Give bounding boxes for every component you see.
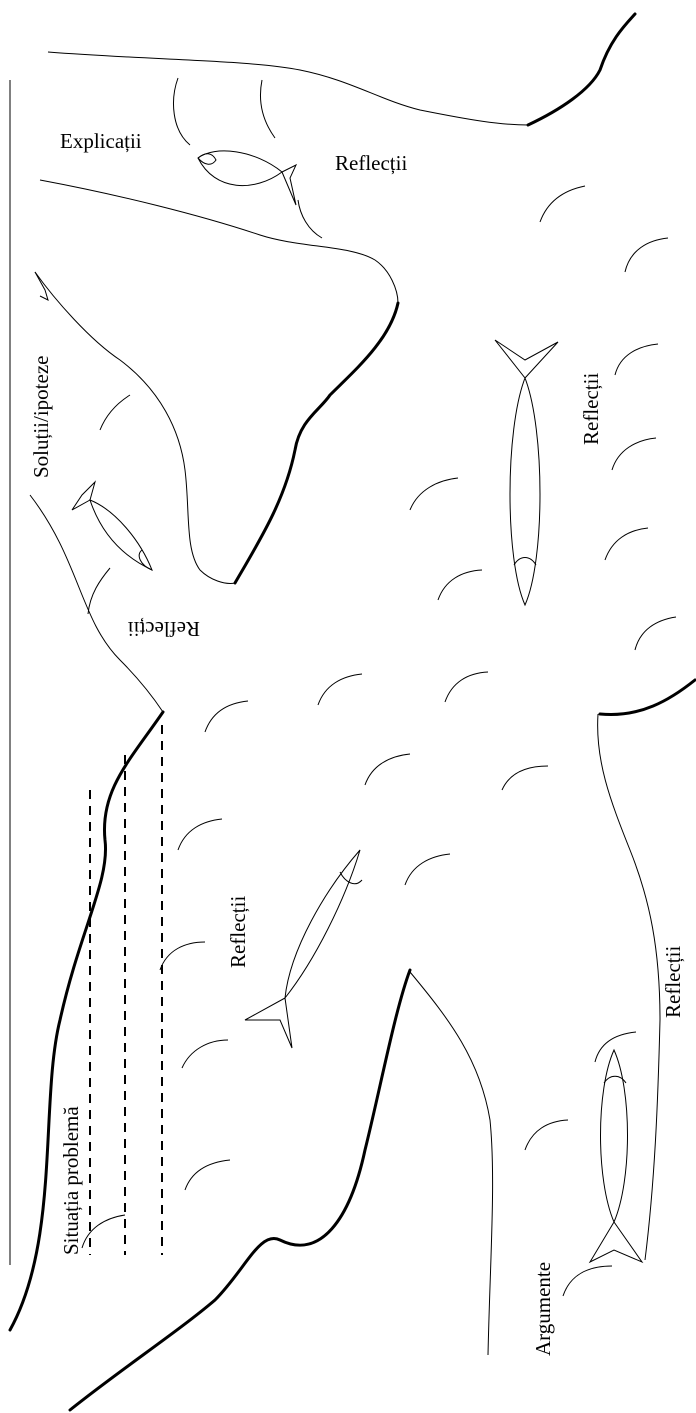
explicatii-spur-1 xyxy=(174,78,190,145)
contour-bottom-right xyxy=(598,714,660,1260)
bank-bottom-thick xyxy=(70,970,410,1410)
wave-arc xyxy=(205,701,248,732)
wave-arc xyxy=(605,528,648,560)
fish-icon xyxy=(198,151,296,205)
wave-arc xyxy=(502,766,548,790)
wave-arc xyxy=(625,238,668,272)
label-reflectii-bottom: Reflecții xyxy=(661,946,685,1018)
wave-arc xyxy=(612,438,656,470)
explicatii-spur-2 xyxy=(261,80,275,138)
bank-top-thick xyxy=(235,303,398,583)
wave-arc xyxy=(178,819,222,850)
wave-arc xyxy=(563,1266,612,1296)
wave-arc xyxy=(182,1040,228,1068)
wave-arc xyxy=(410,478,458,510)
wave-arc xyxy=(318,674,362,705)
label-situatia-problema: Situația problemă xyxy=(59,1106,83,1255)
fish-icon xyxy=(245,850,362,1048)
wave-arc xyxy=(365,754,410,785)
contour-explicatii-inner xyxy=(40,180,398,303)
wave-arc xyxy=(82,1215,125,1248)
label-reflectii-right: Reflecții xyxy=(579,373,603,445)
wave-arc xyxy=(88,568,110,614)
label-argumente: Argumente xyxy=(531,1262,555,1356)
contour-solutii-arm xyxy=(35,272,235,583)
bank-right-thick xyxy=(600,680,695,715)
wave-arcs xyxy=(82,186,676,1296)
wave-arc xyxy=(100,395,130,430)
explicatii-spur-3 xyxy=(298,200,322,238)
wave-arc xyxy=(540,186,585,222)
label-reflectii-upsidedown: Reflecții xyxy=(128,617,200,641)
wave-arc xyxy=(525,1120,568,1150)
wave-arc xyxy=(595,1032,636,1062)
label-explicatii: Explicații xyxy=(60,129,142,153)
wave-arc xyxy=(445,672,488,702)
wave-arc xyxy=(438,570,482,600)
contour-bottom-inner xyxy=(410,972,493,1355)
wave-arc xyxy=(160,942,205,970)
label-reflectii-top: Reflecții xyxy=(335,151,407,175)
wave-arc xyxy=(615,344,658,375)
label-solutii-ipoteze: Soluții/ipoteze xyxy=(29,356,53,478)
fish-icon xyxy=(72,482,152,570)
wave-arc xyxy=(635,617,676,650)
fish-icon xyxy=(495,340,558,605)
fish-icon xyxy=(590,1050,642,1262)
wave-arc xyxy=(405,854,450,885)
bank-topright-thick xyxy=(528,14,635,125)
wave-arc xyxy=(185,1160,230,1190)
contour-explicatii-outer xyxy=(48,52,528,125)
label-reflectii-middle: Reflecții xyxy=(226,896,250,968)
contour-upper-left xyxy=(30,495,163,712)
